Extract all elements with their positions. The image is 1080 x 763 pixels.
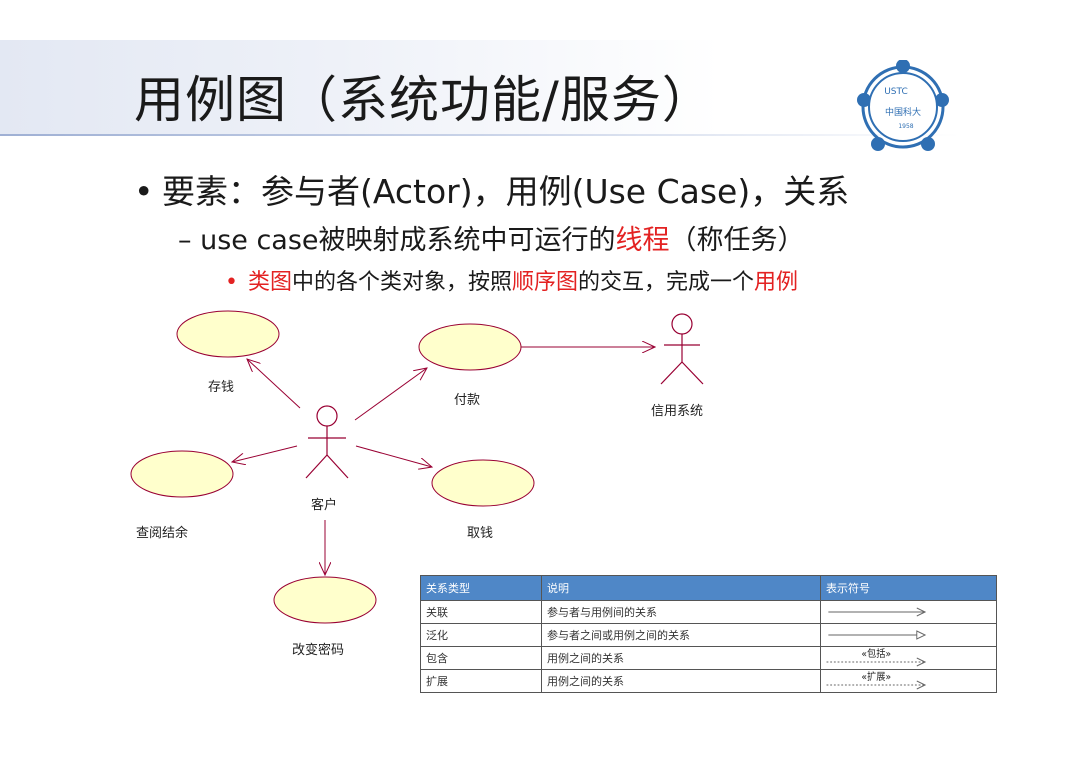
cell-type: 泛化 — [420, 623, 542, 647]
header-symbol: 表示符号 — [820, 575, 997, 601]
bullet-marker: • — [134, 172, 154, 211]
assoc-customer-pay — [354, 368, 427, 421]
generalization-symbol — [820, 623, 997, 647]
highlight-use-case: 用例 — [754, 270, 799, 295]
cell-type: 关联 — [420, 600, 542, 624]
extend-symbol-label: «扩展» — [861, 671, 891, 683]
use-case-diagram: 存钱 付款 信用系统 客户 查阅结余 取钱 改变密码 — [130, 310, 704, 658]
usecase-change-password-label: 改变密码 — [292, 642, 344, 658]
cell-type: 扩展 — [420, 669, 542, 693]
bullet-text-post: （称任务） — [669, 225, 805, 256]
actor-customer-icon — [305, 405, 349, 479]
title-divider — [0, 134, 960, 136]
cell-desc: 参与者之间或用例之间的关系 — [541, 623, 821, 647]
logo-year-text: 1958 — [898, 123, 913, 130]
table-header-row: 关系类型 说明 表示符号 — [420, 575, 997, 601]
assoc-customer-deposit — [247, 359, 301, 409]
bullet-text-pre: use case被映射成系统中可运行的 — [200, 225, 616, 256]
relationship-table: 关系类型 说明 表示符号 关联 参与者与用例间的关系 泛化 参与者之间或用例之间… — [420, 575, 997, 693]
bullet-marker: • — [225, 270, 238, 295]
usecase-deposit-ellipse — [176, 310, 280, 358]
bullet-text: 要素：参与者(Actor)，用例(Use Case)，关系 — [162, 172, 850, 211]
cell-desc: 参与者与用例间的关系 — [541, 600, 821, 624]
usecase-withdraw-label: 取钱 — [467, 526, 493, 541]
header-description: 说明 — [541, 575, 821, 601]
usecase-withdraw-ellipse — [431, 459, 535, 507]
bullet-highlight-thread: 线程 — [615, 225, 670, 256]
table-row: 包含 用例之间的关系 «包括» — [420, 646, 997, 670]
association-symbol — [820, 600, 997, 624]
highlight-class-diagram: 类图 — [247, 270, 292, 295]
extend-symbol: «扩展» — [820, 669, 997, 693]
assoc-customer-balance — [232, 445, 298, 462]
usecase-balance-ellipse — [130, 450, 234, 498]
header-relation-type: 关系类型 — [420, 575, 542, 601]
bullet-elements: •要素：参与者(Actor)，用例(Use Case)，关系 — [134, 165, 849, 213]
bullet-text-seg4: 的交互，完成一个 — [578, 270, 755, 295]
logo-mid-text: 中国科大 — [885, 106, 921, 118]
actor-customer-label: 客户 — [311, 497, 337, 513]
cell-desc: 用例之间的关系 — [541, 669, 821, 693]
actor-credit-system-icon — [660, 313, 704, 385]
ustc-logo-icon: USTC 中国科大 1958 — [857, 60, 949, 151]
bullet-marker: – — [178, 225, 192, 256]
usecase-balance-label: 查阅结余 — [136, 525, 188, 541]
usecase-pay-ellipse — [418, 323, 522, 371]
usecase-pay-label: 付款 — [454, 393, 480, 408]
usecase-change-password-ellipse — [273, 576, 377, 624]
usecase-deposit-label: 存钱 — [208, 380, 234, 395]
table-row: 泛化 参与者之间或用例之间的关系 — [420, 623, 997, 647]
logo-top-text: USTC — [884, 87, 908, 97]
bullet-class-diagram: • 类图中的各个类对象，按照顺序图的交互，完成一个用例 — [225, 264, 798, 296]
include-symbol-label: «包括» — [861, 648, 891, 660]
highlight-sequence-diagram: 顺序图 — [512, 270, 579, 295]
bullet-text-seg2: 中的各个类对象，按照 — [292, 270, 513, 295]
cell-type: 包含 — [420, 646, 542, 670]
assoc-customer-withdraw — [355, 445, 432, 467]
slide-title: 用例图（系统功能/服务） — [134, 71, 713, 129]
bullet-usecase-mapping: – use case被映射成系统中可运行的线程（称任务） — [178, 218, 805, 257]
include-symbol: «包括» — [820, 646, 997, 670]
table-row: 关联 参与者与用例间的关系 — [420, 600, 997, 624]
actor-credit-system-label: 信用系统 — [651, 404, 703, 419]
table-row: 扩展 用例之间的关系 «扩展» — [420, 669, 997, 693]
title-band — [0, 40, 960, 134]
cell-desc: 用例之间的关系 — [541, 646, 821, 670]
